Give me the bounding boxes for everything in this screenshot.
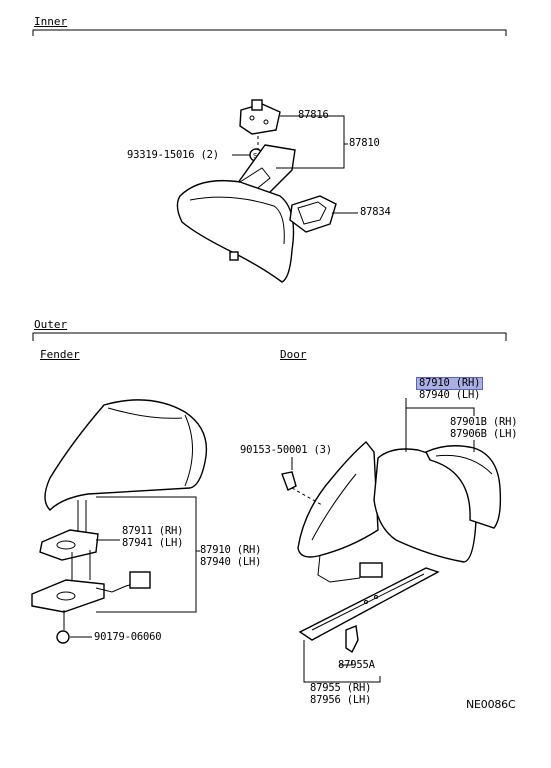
part-label-93319-15016[interactable]: 93319-15016 (2) <box>127 149 219 161</box>
inner-leader-lines <box>232 115 358 214</box>
section-label-outer: Outer <box>34 318 68 331</box>
part-label-87910-rh-fender[interactable]: 87910 (RH) <box>200 544 262 556</box>
door-mirror-drawing <box>281 440 502 654</box>
section-label-door: Door <box>280 348 307 361</box>
part-label-87940-lh-fender[interactable]: 87940 (LH) <box>200 556 262 568</box>
part-label-87911-rh[interactable]: 87911 (RH) <box>122 525 184 537</box>
part-label-87906b-lh[interactable]: 87906B (LH) <box>450 428 518 440</box>
part-label-87956-lh[interactable]: 87956 (LH) <box>310 694 372 706</box>
part-label-87834[interactable]: 87834 <box>360 206 391 218</box>
outer-section-bracket <box>32 332 507 341</box>
part-label-90179-06060[interactable]: 90179-06060 <box>94 631 162 643</box>
inner-section-bracket <box>32 29 507 36</box>
section-label-inner: Inner <box>34 15 68 28</box>
part-label-87940-lh-door[interactable]: 87940 (LH) <box>419 389 481 401</box>
part-label-87955a[interactable]: 87955A <box>338 659 375 671</box>
part-label-87910-rh-door-highlighted[interactable]: 87910 (RH) <box>416 377 484 390</box>
part-label-87955-rh[interactable]: 87955 (RH) <box>310 682 372 694</box>
diagram-code: NE0086C <box>466 698 516 711</box>
svg-text:S: S <box>253 152 258 160</box>
part-label-87901b-rh[interactable]: 87901B (RH) <box>450 416 518 428</box>
part-label-87810[interactable]: 87810 <box>349 137 380 149</box>
part-label-87816[interactable]: 87816 <box>298 109 329 121</box>
cover-87834-drawing <box>289 195 337 233</box>
part-label-90153-50001[interactable]: 90153-50001 (3) <box>240 444 332 456</box>
section-label-fender: Fender <box>40 348 80 361</box>
part-label-87941-lh[interactable]: 87941 (LH) <box>122 537 184 549</box>
fender-leader-lines <box>70 496 200 638</box>
door-leader-lines <box>291 398 475 683</box>
fender-mirror-drawing <box>31 399 208 644</box>
inner-mirror-body-drawing <box>176 179 295 283</box>
bracket-87816-drawing <box>239 99 281 135</box>
